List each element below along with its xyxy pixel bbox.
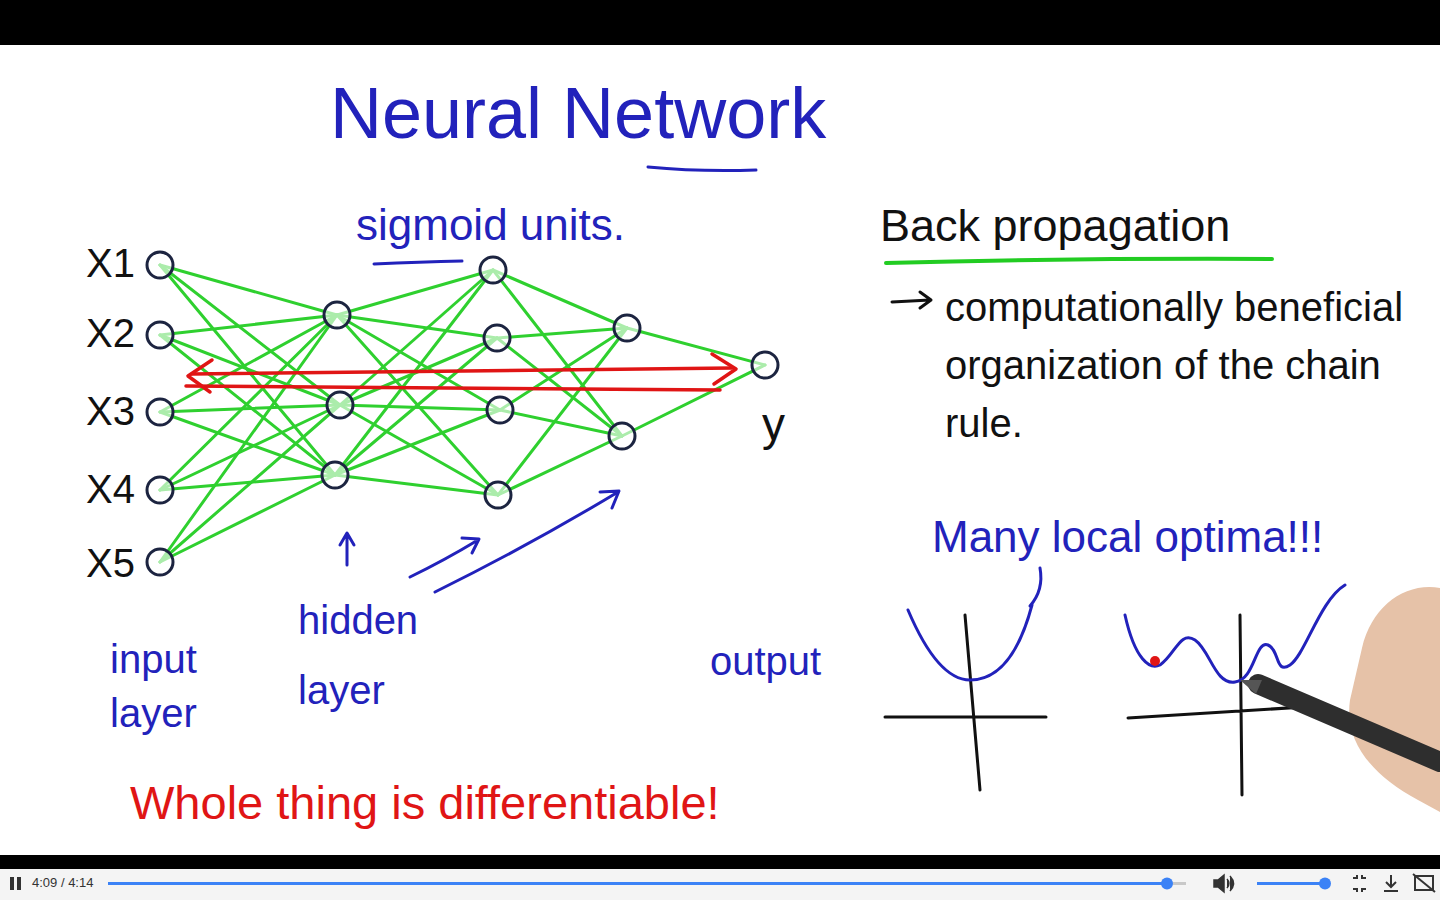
- leader-line: [1030, 568, 1041, 606]
- nonconvex-curve: [1125, 585, 1345, 682]
- progress-knob: [1161, 878, 1173, 890]
- weight-line: [160, 405, 340, 412]
- weight-line: [337, 315, 500, 410]
- neuron: [322, 462, 348, 488]
- input-name: X5: [86, 540, 135, 586]
- propagation-arrow: [186, 368, 732, 390]
- output-name: y: [762, 398, 785, 451]
- weight-line: [160, 315, 337, 335]
- weight-line: [160, 315, 337, 490]
- progress-fill: [108, 882, 1167, 885]
- fullscreen-icon: [1353, 875, 1366, 892]
- weight-line: [160, 405, 340, 562]
- weight-line: [337, 315, 497, 338]
- underline: [374, 261, 462, 264]
- bottom-bar: [0, 855, 1440, 869]
- input-name: X3: [86, 388, 135, 434]
- volume-icon: [1214, 875, 1234, 892]
- weight-line: [160, 265, 340, 405]
- hand: [1349, 587, 1440, 812]
- weight-line: [627, 328, 765, 365]
- captions-icon: [1413, 874, 1435, 892]
- download-icon: [1384, 875, 1398, 891]
- neuron: [147, 322, 173, 348]
- layer-label: hidden layer: [298, 585, 448, 725]
- note: Many local optima!!!: [932, 512, 1323, 563]
- neuron: [147, 252, 173, 278]
- weight-line: [340, 405, 500, 410]
- weight-line: [498, 328, 627, 495]
- optimum-dot: [1150, 656, 1160, 666]
- neuron: [484, 325, 510, 351]
- underline: [648, 167, 756, 171]
- neuron: [487, 397, 513, 423]
- neuron: [614, 315, 640, 341]
- control-bar: [0, 869, 1440, 900]
- video-time: 4:09 / 4:14: [32, 876, 93, 891]
- neuron: [324, 302, 350, 328]
- pause-icon: [10, 877, 14, 890]
- title: Neural Network: [330, 72, 826, 155]
- weight-line: [160, 475, 335, 562]
- input-name: X2: [86, 310, 135, 356]
- neuron: [609, 423, 635, 449]
- weight-line: [622, 365, 765, 436]
- underline: [886, 259, 1272, 263]
- plot-axes: [885, 615, 1046, 790]
- note: computationally beneficial organization …: [945, 278, 1420, 452]
- convex-curve: [908, 605, 1032, 680]
- volume-knob: [1319, 878, 1331, 890]
- weight-line: [335, 475, 498, 495]
- pointer-arrow: [340, 533, 354, 565]
- top-bar: [0, 0, 1440, 45]
- weight-line: [493, 270, 627, 328]
- weight-line: [335, 338, 497, 475]
- weight-line: [160, 315, 337, 562]
- neuron: [752, 352, 778, 378]
- neuron: [147, 399, 173, 425]
- weight-line: [160, 405, 340, 490]
- weight-line: [160, 335, 340, 405]
- neuron: [485, 482, 511, 508]
- note: Whole thing is differentiable!: [130, 776, 720, 830]
- input-name: X1: [86, 240, 135, 286]
- neuron: [327, 392, 353, 418]
- arrowhead: [712, 354, 736, 384]
- weight-line: [498, 436, 622, 495]
- pointer-arrow: [410, 538, 479, 577]
- weight-line: [335, 410, 500, 475]
- weight-line: [160, 315, 337, 412]
- weight-line: [340, 270, 493, 405]
- volume-bar: [1257, 882, 1327, 885]
- weight-line: [160, 265, 337, 315]
- neuron: [147, 549, 173, 575]
- weight-line: [497, 328, 627, 338]
- arrowhead: [188, 360, 212, 392]
- neuron: [480, 257, 506, 283]
- pointer-arrow: [435, 491, 619, 592]
- pen: [1258, 684, 1440, 762]
- progress-track: [108, 882, 1186, 885]
- section-heading: Back propagation: [880, 200, 1230, 252]
- layer-label: input layer: [110, 632, 260, 740]
- input-name: X4: [86, 466, 135, 512]
- layer-note: sigmoid units.: [356, 200, 625, 251]
- bullet-arrow: [892, 292, 931, 308]
- neuron: [147, 477, 173, 503]
- pen-tip: [1240, 680, 1262, 694]
- pause-icon: [17, 877, 21, 890]
- layer-label: output: [710, 638, 821, 684]
